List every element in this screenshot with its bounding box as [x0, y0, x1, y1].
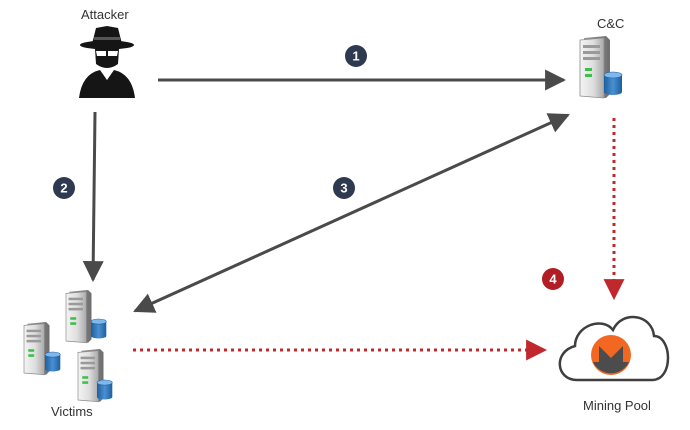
svg-text:3: 3 [340, 181, 347, 196]
server-group-icon [23, 289, 113, 403]
server-icon [579, 35, 623, 99]
mining-pool-label: Mining Pool [583, 398, 651, 413]
step-badge-2: 2 [53, 177, 75, 199]
step-badge-1: 1 [345, 45, 367, 67]
step-badge-3: 3 [333, 177, 355, 199]
arrow-attacker-to-victims [82, 111, 104, 283]
hacker-icon [79, 26, 135, 98]
svg-text:2: 2 [60, 181, 67, 196]
cnc-label: C&C [597, 16, 625, 31]
svg-text:4: 4 [549, 272, 557, 287]
victims-label: Victims [51, 404, 93, 419]
svg-text:1: 1 [352, 49, 359, 64]
attacker-label: Attacker [81, 7, 129, 22]
arrow-cnc-victims-bidirectional [133, 113, 570, 313]
step-badge-4: 4 [542, 268, 564, 290]
monero-cloud-icon [558, 315, 670, 382]
